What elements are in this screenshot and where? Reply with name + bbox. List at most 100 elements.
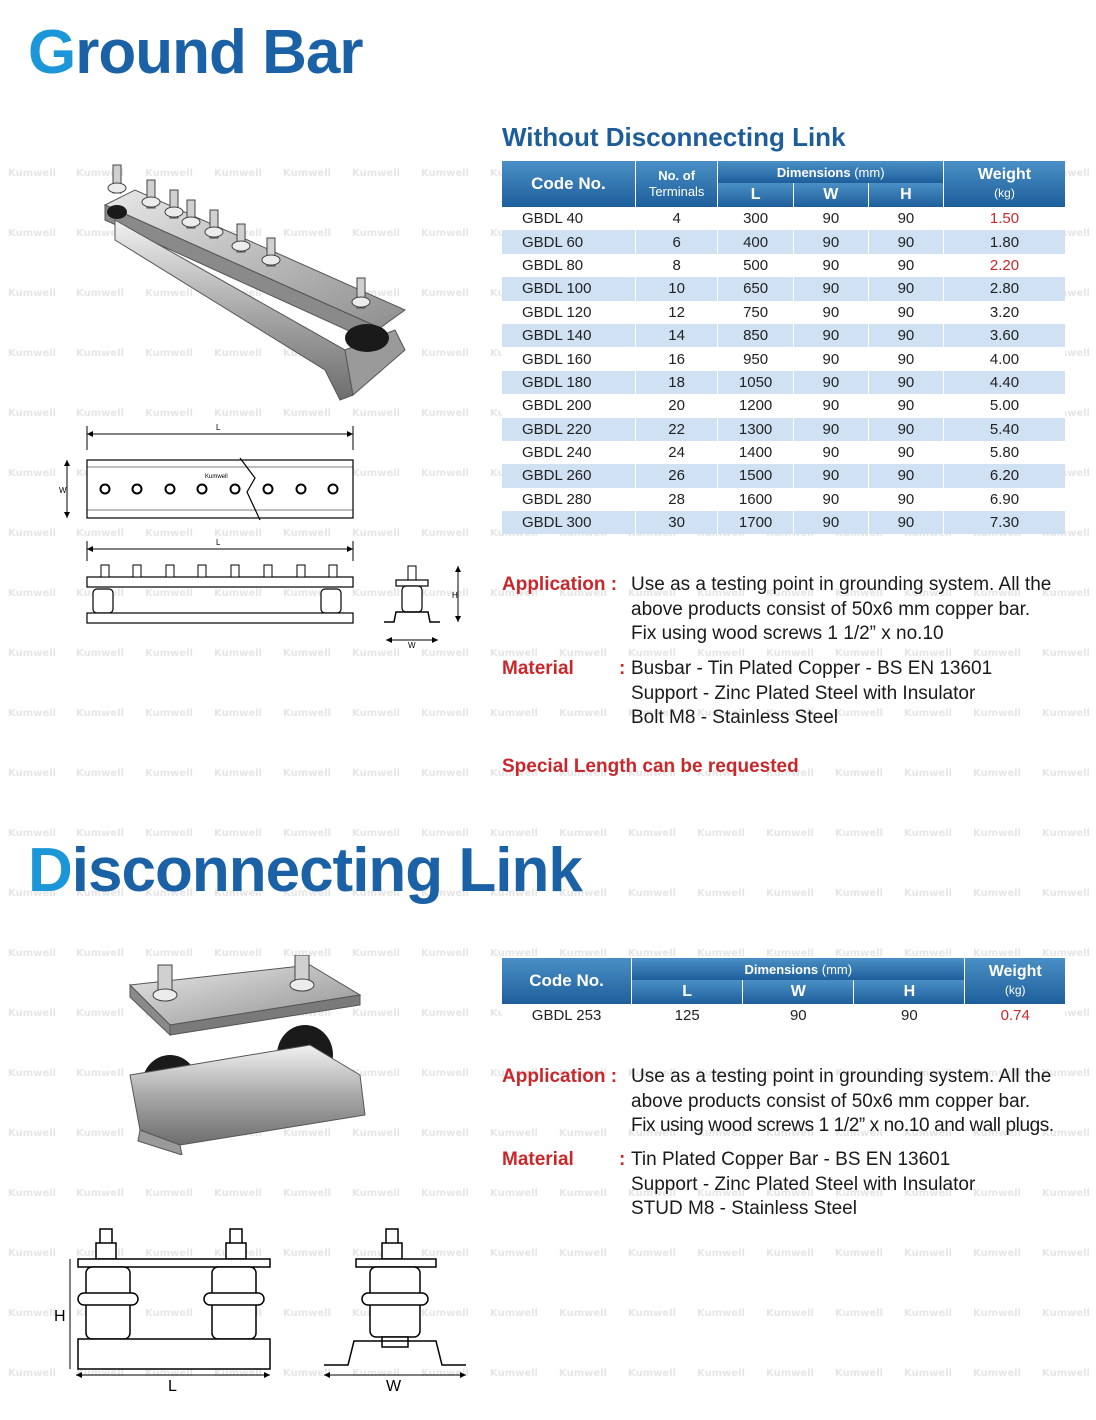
watermark-text: Kumwell xyxy=(421,228,469,239)
page-title-disconnecting-link: Disconnecting Link xyxy=(28,836,583,905)
cell-w: 90 xyxy=(792,370,869,395)
cell-code: GBDL 260 xyxy=(502,464,636,488)
watermark-text: Kumwell xyxy=(1042,1308,1090,1319)
watermark-text: Kumwell xyxy=(421,1068,469,1079)
cell-w: 90 xyxy=(792,347,869,371)
watermark-text: Kumwell xyxy=(628,1308,676,1319)
cell-weight: 5.00 xyxy=(943,394,1065,418)
ground-bar-drawing-top: L Kumwell W xyxy=(59,423,354,521)
watermark-text: Kumwell xyxy=(421,1008,469,1019)
cell-l: 650 xyxy=(717,277,794,301)
drawing-label-l2: L xyxy=(216,538,221,547)
watermark-text: Kumwell xyxy=(352,1188,400,1199)
cell-h: 90 xyxy=(867,417,944,441)
application-label: Application : xyxy=(502,1066,618,1087)
cell-terminals: 26 xyxy=(634,464,718,488)
watermark-text: Kumwell xyxy=(904,1248,952,1259)
watermark-text: Kumwell xyxy=(559,708,607,719)
watermark-text: Kumwell xyxy=(835,1248,883,1259)
watermark-text: Kumwell xyxy=(8,528,56,539)
watermark-text: Kumwell xyxy=(283,708,331,719)
cell-w: 90 xyxy=(792,417,869,441)
watermark-text: Kumwell xyxy=(628,888,676,899)
ground-bar-photo xyxy=(103,164,406,401)
watermark-text: Kumwell xyxy=(421,288,469,299)
material-line: Tin Plated Copper Bar - BS EN 13601 xyxy=(631,1149,951,1170)
cell-weight: 7.30 xyxy=(943,511,1065,535)
col-h: H xyxy=(853,980,965,1004)
cell-terminals: 16 xyxy=(634,347,718,371)
cell-w: 90 xyxy=(792,300,869,324)
watermark-text: Kumwell xyxy=(8,468,56,479)
material-line: Bolt M8 - Stainless Steel xyxy=(631,707,838,728)
watermark-text: Kumwell xyxy=(628,828,676,839)
watermark-text: Kumwell xyxy=(421,708,469,719)
material-text: Busbar - Tin Plated Copper - BS EN 13601… xyxy=(631,657,1081,731)
cell-w: 90 xyxy=(792,323,869,348)
cell-code: GBDL 300 xyxy=(502,511,636,535)
watermark-text: Kumwell xyxy=(697,1308,745,1319)
cell-code: GBDL 280 xyxy=(502,487,636,512)
cell-terminals: 24 xyxy=(634,440,718,465)
cell-w: 90 xyxy=(792,394,869,418)
material-line: Busbar - Tin Plated Copper - BS EN 13601 xyxy=(631,658,993,679)
watermark-text: Kumwell xyxy=(973,1248,1021,1259)
cell-terminals: 4 xyxy=(634,207,718,231)
watermark-text: Kumwell xyxy=(904,1308,952,1319)
watermark-text: Kumwell xyxy=(973,888,1021,899)
application-text: Use as a testing point in grounding syst… xyxy=(631,573,1081,647)
cell-code: GBDL 80 xyxy=(502,253,636,278)
cell-l: 1600 xyxy=(717,487,794,512)
cell-terminals: 14 xyxy=(634,323,718,348)
cell-code: GBDL 120 xyxy=(502,300,636,324)
watermark-text: Kumwell xyxy=(421,408,469,419)
cell-h: 90 xyxy=(867,253,944,278)
watermark-text: Kumwell xyxy=(835,828,883,839)
cell-code: GBDL 200 xyxy=(502,394,636,418)
col-l: L xyxy=(717,183,794,207)
cell-weight: 3.20 xyxy=(943,300,1065,324)
watermark-text: Kumwell xyxy=(490,1188,538,1199)
watermark-text: Kumwell xyxy=(352,708,400,719)
disconnecting-link-spec-table: Code No. Dimensions (mm) Weight(kg) L W … xyxy=(502,958,1065,1028)
cell-h: 90 xyxy=(867,440,944,465)
watermark-text: Kumwell xyxy=(421,468,469,479)
col-dimensions: Dimensions (mm) xyxy=(631,958,965,980)
drawing-label-l: L xyxy=(216,423,221,432)
watermark-text: Kumwell xyxy=(76,708,124,719)
drawing-label-h: H xyxy=(452,591,458,600)
page-title-ground-bar: Ground Bar xyxy=(28,18,363,87)
cell-terminals: 12 xyxy=(634,300,718,324)
cell-weight: 1.80 xyxy=(943,230,1065,254)
cell-terminals: 8 xyxy=(634,253,718,278)
watermark-text: Kumwell xyxy=(8,948,56,959)
cell-terminals: 28 xyxy=(634,487,718,512)
cell-l: 850 xyxy=(717,323,794,348)
watermark-text: Kumwell xyxy=(697,1368,745,1379)
col-w: W xyxy=(792,183,869,207)
col-w: W xyxy=(742,980,854,1004)
watermark-text: Kumwell xyxy=(283,648,331,659)
watermark-text: Kumwell xyxy=(628,1248,676,1259)
watermark-text: Kumwell xyxy=(76,648,124,659)
watermark-text: Kumwell xyxy=(8,408,56,419)
watermark-text: Kumwell xyxy=(697,828,745,839)
material-line: Support - Zinc Plated Steel with Insulat… xyxy=(631,682,976,704)
watermark-text: Kumwell xyxy=(1042,768,1090,779)
cell-l: 750 xyxy=(717,300,794,324)
cell-code: GBDL 160 xyxy=(502,347,636,371)
cell-code: GBDL 100 xyxy=(502,277,636,301)
col-l: L xyxy=(631,980,743,1004)
col-dimensions: Dimensions (mm) xyxy=(717,161,944,183)
watermark-text: Kumwell xyxy=(697,1248,745,1259)
watermark-text: Kumwell xyxy=(835,768,883,779)
cell-weight: 4.40 xyxy=(943,370,1065,395)
watermark-text: Kumwell xyxy=(214,1188,262,1199)
cell-h: 90 xyxy=(867,300,944,324)
ground-bar-drawing-side: L xyxy=(86,538,354,624)
